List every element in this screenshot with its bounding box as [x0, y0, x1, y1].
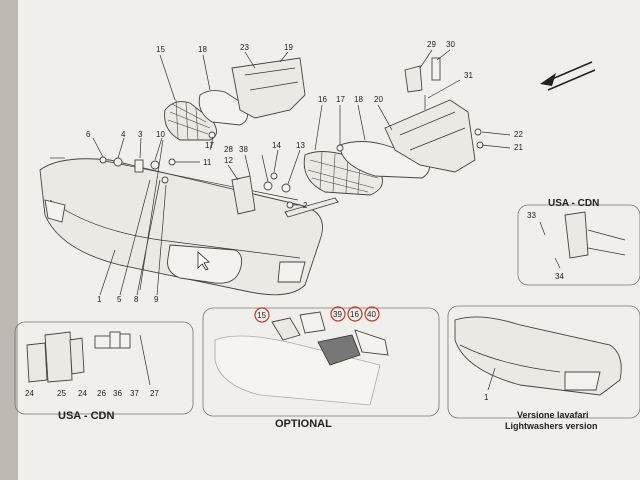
- callout-34: 34: [555, 272, 564, 281]
- inset-optional: 15 39 16 40 OPTIONAL: [202, 306, 440, 430]
- air-duct-right-20: [384, 99, 476, 173]
- callout-15: 15: [156, 45, 165, 54]
- callout-23: 23: [240, 43, 249, 52]
- callout-37: 37: [130, 389, 139, 398]
- lightwashers-it-label: Versione lavafari: [517, 410, 589, 420]
- usa-cdn-left-label: USA - CDN: [58, 410, 114, 422]
- callout-18: 18: [198, 45, 207, 54]
- callout-17: 17: [336, 95, 345, 104]
- grille-right-16: [303, 151, 383, 196]
- callout-8: 8: [134, 295, 139, 304]
- leader-lines: [92, 49, 511, 296]
- callout-29: 29: [427, 40, 436, 49]
- grille-frame-right-18: [339, 141, 430, 179]
- callout-18b: 18: [354, 95, 363, 104]
- callout-20: 20: [374, 95, 383, 104]
- callout-30: 30: [446, 40, 455, 49]
- callout-6: 6: [86, 130, 91, 139]
- callout-22: 22: [514, 130, 523, 139]
- callout-11: 11: [203, 158, 212, 167]
- callout-opt-39: 39: [333, 310, 342, 319]
- front-bumper: [39, 158, 323, 296]
- inset-lightwashers: 1 Versione lavafari Lightwashers version: [447, 305, 640, 431]
- direction-arrow-icon: [540, 61, 596, 91]
- callout-12: 12: [224, 156, 233, 165]
- callout-21: 21: [514, 143, 523, 152]
- bracket-29: [404, 57, 441, 93]
- grille-frame-18: [198, 90, 249, 126]
- callout-38: 38: [239, 145, 248, 154]
- callout-opt-40: 40: [367, 310, 376, 319]
- grille-left-15: [164, 99, 217, 141]
- callout-27: 27: [150, 389, 159, 398]
- callout-1: 1: [97, 295, 102, 304]
- callout-19: 19: [284, 43, 293, 52]
- callout-36: 36: [113, 389, 122, 398]
- callout-17b: 17: [205, 141, 214, 150]
- lightwashers-en-label: Lightwashers version: [505, 421, 598, 431]
- air-duct-23: [231, 57, 306, 119]
- callout-25: 25: [57, 389, 66, 398]
- inset-usa-cdn-right: USA - CDN 33 34: [517, 198, 640, 286]
- callout-24b: 24: [78, 389, 87, 398]
- callout-26: 26: [97, 389, 106, 398]
- page-binding-shadow: [0, 0, 18, 480]
- callout-24a: 24: [25, 389, 34, 398]
- optional-label: OPTIONAL: [275, 418, 332, 430]
- callout-2: 2: [303, 201, 308, 210]
- callout-opt-16: 16: [350, 310, 359, 319]
- callout-10: 10: [156, 130, 165, 139]
- callout-31: 31: [464, 71, 473, 80]
- callout-9: 9: [154, 295, 159, 304]
- callout-numbers: 15 18 23 19 29 30 31 16 17 18 20 22 21 6…: [86, 40, 523, 304]
- callout-opt-15: 15: [257, 311, 266, 320]
- cursor-arrow-icon: [197, 251, 210, 271]
- small-fasteners: [50, 128, 484, 215]
- callout-lw-1: 1: [484, 393, 489, 402]
- callout-13: 13: [296, 141, 305, 150]
- bumper-seal-strip: [284, 197, 339, 218]
- callout-28: 28: [224, 145, 233, 154]
- inset-usa-cdn-left: 24 25 24 26 36 37 27 USA - CDN: [14, 321, 194, 422]
- callout-14: 14: [272, 141, 281, 150]
- callout-33: 33: [527, 211, 536, 220]
- callout-4: 4: [121, 130, 126, 139]
- callout-5: 5: [117, 295, 122, 304]
- callout-16: 16: [318, 95, 327, 104]
- usa-cdn-right-label: USA - CDN: [548, 198, 599, 209]
- callout-3: 3: [138, 130, 143, 139]
